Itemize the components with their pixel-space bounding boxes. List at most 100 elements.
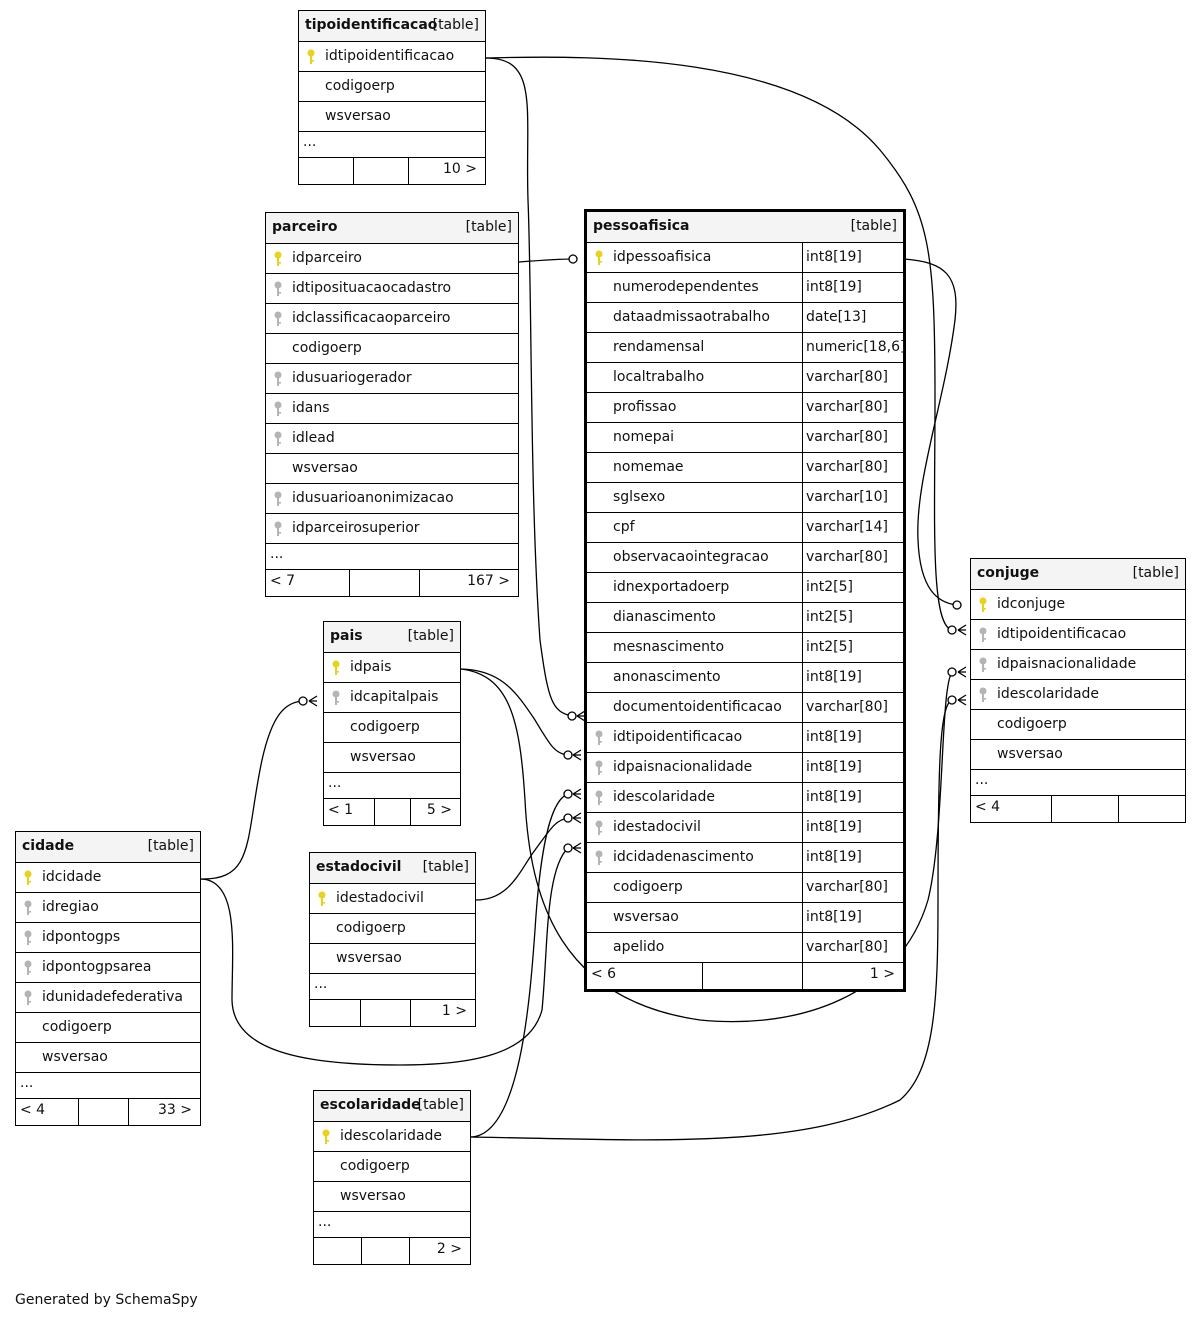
more-columns-ellipsis[interactable]: ... <box>266 544 518 570</box>
column-name: codigoerp <box>325 78 395 94</box>
entity-name[interactable]: pessoafisica <box>593 218 690 234</box>
column-row[interactable]: idusuarioanonimizacao <box>266 484 518 514</box>
column-row[interactable]: wsversao <box>310 944 475 974</box>
column-row[interactable]: wsversao <box>971 740 1185 770</box>
column-row[interactable]: idconjuge <box>971 590 1185 620</box>
column-row[interactable]: codigoerp <box>16 1013 200 1043</box>
child-count[interactable]: 1 > <box>869 966 895 982</box>
column-row[interactable]: idpais <box>324 653 460 683</box>
column-row[interactable]: idcidade <box>16 863 200 893</box>
parent-count[interactable]: < 4 <box>975 799 1001 815</box>
entity-name[interactable]: escolaridade <box>320 1097 421 1113</box>
column-row[interactable]: idescolaridade <box>971 680 1185 710</box>
column-row[interactable]: idclassificacaoparceiro <box>266 304 518 334</box>
column-row[interactable]: wsversao <box>324 743 460 773</box>
parent-count[interactable]: < 6 <box>591 966 617 982</box>
more-columns-ellipsis[interactable]: ... <box>310 974 475 1000</box>
column-row[interactable]: idtipoidentificacao <box>971 620 1185 650</box>
column-row[interactable]: wsversao <box>266 454 518 484</box>
crowfoot-marker <box>957 666 967 678</box>
column-row[interactable]: wsversao <box>16 1043 200 1073</box>
column-row[interactable]: idescolaridade <box>314 1122 470 1152</box>
entity-name[interactable]: conjuge <box>977 565 1040 581</box>
more-columns-ellipsis[interactable]: ... <box>16 1073 200 1099</box>
column-row[interactable]: codigoerp <box>324 713 460 743</box>
column-row[interactable]: wsversao <box>299 102 485 132</box>
child-count[interactable]: 2 > <box>436 1241 462 1257</box>
entity-name[interactable]: parceiro <box>272 219 338 235</box>
primary-key-icon <box>23 870 33 886</box>
column-row[interactable]: wsversao <box>314 1182 470 1212</box>
column-row[interactable]: codigoerp <box>299 72 485 102</box>
column-row[interactable]: codigoerp <box>310 914 475 944</box>
column-row[interactable]: idtipoidentificacao <box>299 42 485 72</box>
entity-tipoidentificacao[interactable]: tipoidentificacao[table]idtipoidentifica… <box>298 10 486 185</box>
column-row[interactable]: idlead <box>266 424 518 454</box>
column-row[interactable]: idusuariogerador <box>266 364 518 394</box>
column-row[interactable]: idunidadefederativa <box>16 983 200 1013</box>
column-row[interactable]: idestadocivil <box>310 884 475 914</box>
parent-count[interactable]: < 1 <box>328 802 354 818</box>
more-columns-ellipsis[interactable]: ... <box>314 1212 470 1238</box>
column-row[interactable]: idans <box>266 394 518 424</box>
column-row[interactable]: idtiposituacaocadastro <box>266 274 518 304</box>
column-row[interactable]: idregiao <box>16 893 200 923</box>
entity-name[interactable]: cidade <box>22 838 75 854</box>
more-columns-ellipsis[interactable]: ... <box>324 773 460 799</box>
entity-name[interactable]: estadocivil <box>316 859 402 875</box>
child-count[interactable]: 5 > <box>426 802 452 818</box>
column-row[interactable]: idpontogpsarea <box>16 953 200 983</box>
parent-count[interactable]: < 4 <box>20 1102 46 1118</box>
column-row[interactable]: codigoerp <box>266 334 518 364</box>
column-row[interactable]: codigoerp <box>971 710 1185 740</box>
entity-name[interactable]: pais <box>330 628 363 644</box>
child-count[interactable]: 10 > <box>443 161 477 177</box>
parent-count[interactable]: < 7 <box>270 573 296 589</box>
child-count[interactable]: 1 > <box>441 1003 467 1019</box>
child-count[interactable]: 33 > <box>158 1102 192 1118</box>
more-columns-ellipsis[interactable]: ... <box>299 132 485 158</box>
entity-name[interactable]: tipoidentificacao <box>305 17 438 33</box>
column-row[interactable]: idpontogps <box>16 923 200 953</box>
child-count[interactable]: 167 > <box>467 573 510 589</box>
column-row[interactable]: idparceirosuperior <box>266 514 518 544</box>
footer-divider <box>802 963 803 989</box>
column-row[interactable]: idparceiro <box>266 244 518 274</box>
column-row[interactable]: idpaisnacionalidade <box>971 650 1185 680</box>
foreign-key-icon <box>273 491 283 507</box>
more-columns-ellipsis[interactable]: ... <box>971 770 1185 796</box>
column-row[interactable]: idcapitalpais <box>324 683 460 713</box>
column-row[interactable]: codigoerp <box>314 1152 470 1182</box>
